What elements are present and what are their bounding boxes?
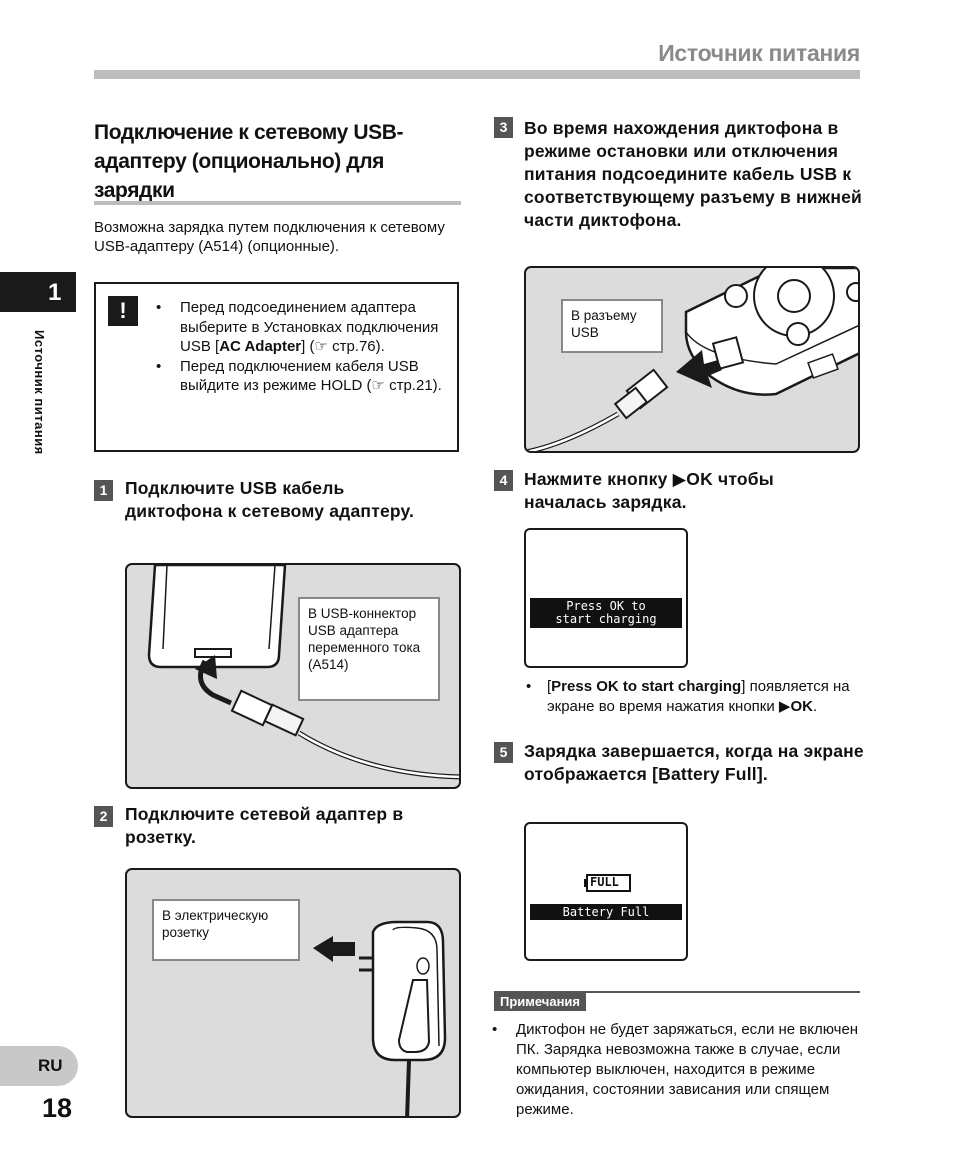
figure-callout: В электрическую розетку (152, 899, 300, 961)
step-number: 2 (94, 806, 113, 827)
chapter-number: 1 (48, 279, 62, 306)
screen-message-name: Battery Full (658, 764, 757, 784)
step-text: Подключите USB кабель диктофона к сетево… (125, 478, 415, 521)
step-text-part: Нажмите кнопку (524, 469, 673, 489)
step-number: 3 (494, 117, 513, 138)
step-text: Во время нахождения диктофона в режиме о… (524, 118, 862, 230)
display-screen-full: FULL Battery Full (524, 822, 688, 961)
caution-text: Перед подсоединением адаптера выберите в… (180, 299, 439, 355)
battery-full-icon: FULL (584, 874, 632, 892)
bracket: [ (547, 678, 552, 695)
warning-icon: ! (108, 296, 138, 326)
figure-callout: В разъему USB (561, 299, 663, 353)
screen-message-name: Press OK to start charging (551, 678, 742, 695)
screen-message-line: Press OK to (566, 599, 646, 613)
bullet-text-part: . (812, 698, 818, 715)
notes-text: Диктофон не будет заряжаться, если не вк… (516, 1021, 859, 1118)
section-title-rule (94, 201, 461, 205)
bullet-text: [Press OK to start charging] появляется … (524, 677, 854, 717)
ok-key-label: ▶OK (672, 469, 713, 489)
battery-icon-label: FULL (590, 875, 619, 889)
display-screen-charge: Press OK to start charging (524, 528, 688, 668)
notes-rule (494, 991, 860, 993)
chapter-tab (0, 272, 76, 312)
bullet-glyph: • (492, 1021, 498, 1038)
bullet-text-part: ] появляется на экране во время нажатия … (547, 678, 850, 715)
recorder-usb-illustration (526, 268, 858, 451)
ok-key-label: ▶OK (778, 698, 813, 715)
step-text-part: чтобы началась зарядка. (524, 469, 774, 512)
section-intro: Возможна зарядка путем подключения к сет… (94, 219, 445, 255)
step-text: Нажмите кнопку ▶OK чтобы началась зарядк… (524, 468, 854, 514)
step4-bullet: • [Press OK to start charging] появляетс… (524, 677, 854, 717)
step-text: Зарядка завершается, когда на экране ото… (524, 740, 864, 786)
figure-callout: В USB-коннектор USB адаптера переменного… (298, 597, 440, 701)
page-number: 18 (42, 1093, 73, 1123)
caution-box (94, 282, 459, 452)
caution-item: Перед подсоединением адаптера выберите в… (154, 298, 444, 357)
chapter-side-label: Источник питания (32, 330, 47, 455)
notes-label: Примечания (494, 992, 587, 1011)
screen-message-bar: Press OK to start charging (530, 598, 682, 628)
notes-item: • Диктофон не будет заряжаться, если не … (492, 1020, 860, 1120)
step-number: 4 (494, 470, 513, 491)
caution-item: Перед подключением кабеля USB выйдите из… (154, 357, 444, 396)
usb-adapter-illustration (147, 565, 459, 780)
step-number: 5 (494, 742, 513, 763)
caution-text: Перед подключением кабеля USB выйдите из… (180, 357, 442, 395)
section-title: Подключение к сетевому USB-адаптеру (опц… (94, 121, 404, 202)
figure-usb-to-recorder (524, 266, 860, 453)
screen-message-line: start charging (555, 612, 657, 626)
caution-list: Перед подсоединением адаптера выберите в… (154, 298, 444, 396)
step-text-part: ]. (756, 764, 768, 784)
caution-text: ] (☞ стр.76). (301, 338, 385, 355)
header-rule (94, 70, 860, 79)
language-label: RU (38, 1056, 63, 1075)
page-header-title: Источник питания (658, 40, 860, 66)
battery-icon-shape (584, 874, 631, 892)
wall-adapter-illustration (313, 920, 447, 1116)
screen-message-bar: Battery Full (530, 904, 682, 920)
step-text: Подключите сетевой адаптер в розетку. (125, 804, 404, 847)
step-number: 1 (94, 480, 113, 501)
language-tab (0, 1046, 78, 1086)
caution-setting-name: AC Adapter (219, 338, 302, 355)
step-text-part: Зарядка завершается, когда на экране ото… (524, 741, 864, 784)
bullet-glyph: • (526, 678, 532, 695)
